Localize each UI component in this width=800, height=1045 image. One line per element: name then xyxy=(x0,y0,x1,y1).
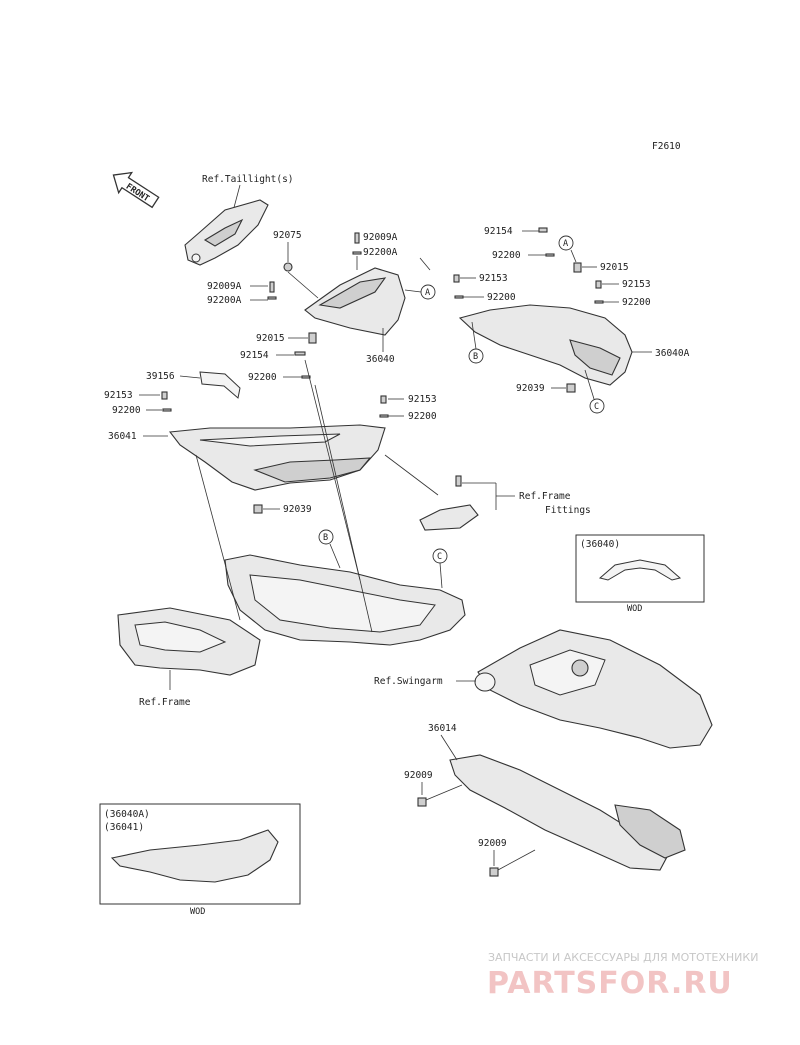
svg-text:WOD: WOD xyxy=(627,604,642,614)
part-92200-label-3: 92200 xyxy=(408,411,437,422)
svg-text:(36040A): (36040A) xyxy=(104,809,150,820)
frame-fitting-part xyxy=(419,504,479,531)
part-92039-label-2: 92039 xyxy=(516,383,545,394)
svg-text:A: A xyxy=(563,239,568,249)
part-36041-label: 36041 xyxy=(108,431,137,442)
part-92153-label-2: 92153 xyxy=(408,394,437,405)
svg-text:A: A xyxy=(425,288,430,298)
ref-frame-label: Ref.Frame xyxy=(139,697,191,708)
inset-36040-wod: (36040) WOD xyxy=(575,534,705,614)
nut-92075 xyxy=(283,262,293,272)
part-92200a-label-1: 92200A xyxy=(207,295,242,306)
part-92154-label-1: 92154 xyxy=(240,350,269,361)
strip-39156 xyxy=(199,371,241,399)
part-92015-label-2: 92015 xyxy=(600,262,629,273)
svg-text:WOD: WOD xyxy=(190,907,205,917)
part-92153-label-3: 92153 xyxy=(479,273,508,284)
part-36014-label: 36014 xyxy=(428,723,457,734)
part-92015-label-1: 92015 xyxy=(256,333,285,344)
frame-part xyxy=(117,554,466,676)
svg-text:C: C xyxy=(437,552,442,562)
part-92009a-label-1: 92009A xyxy=(207,281,242,292)
figure-code: F2610 xyxy=(652,141,681,152)
part-92009a-label-2: 92009A xyxy=(363,232,398,243)
side-cover-36041-part xyxy=(168,424,386,491)
callout-a-2 xyxy=(558,235,574,251)
part-92009-label-1: 92009 xyxy=(404,770,433,781)
part-92200-label-1: 92200 xyxy=(248,372,277,383)
part-92075-label: 92075 xyxy=(273,230,302,241)
callout-c-1 xyxy=(589,398,605,414)
ref-frame-fittings-label-1: Ref.Frame xyxy=(519,491,571,502)
front-arrow-icon: FRONT xyxy=(112,171,160,209)
part-92153-label-4: 92153 xyxy=(622,279,651,290)
part-36040a-label: 36040A xyxy=(655,348,690,359)
watermark-logo: PARTSFOR.RU xyxy=(487,966,733,1001)
svg-text:B: B xyxy=(323,533,328,543)
ref-swingarm-label: Ref.Swingarm xyxy=(374,676,443,687)
part-92200-label-4: 92200 xyxy=(492,250,521,261)
ref-frame-fittings-label-2: Fittings xyxy=(545,505,591,516)
bolt-92039-1 xyxy=(253,504,263,514)
part-92009-label-2: 92009 xyxy=(478,838,507,849)
part-92200a-label-2: 92200A xyxy=(363,247,398,258)
bolt-92009-2 xyxy=(489,867,499,877)
swingarm-part xyxy=(474,629,713,749)
part-92154-label-2: 92154 xyxy=(484,226,513,237)
watermark-tagline: ЗАПЧАСТИ И АКСЕССУАРЫ ДЛЯ МОТОТЕХНИКИ xyxy=(488,951,758,964)
svg-text:(36040): (36040) xyxy=(580,539,620,550)
part-92153-label-1: 92153 xyxy=(104,390,133,401)
svg-text:C: C xyxy=(594,402,599,412)
bolt-92009-1 xyxy=(417,797,427,807)
cover-36040a-part xyxy=(458,304,633,386)
part-92039-label-1: 92039 xyxy=(283,504,312,515)
svg-text:B: B xyxy=(473,352,478,362)
part-36040-label: 36040 xyxy=(366,354,395,365)
chain-guard-36014-part xyxy=(449,754,686,871)
part-92200-label-5: 92200 xyxy=(487,292,516,303)
taillight-part xyxy=(184,199,269,266)
ref-taillight-label: Ref.Taillight(s) xyxy=(202,174,294,185)
inset-36040a-36041-wod: (36040A) (36041) WOD xyxy=(99,803,301,917)
cover-36040-part xyxy=(304,267,406,336)
svg-text:(36041): (36041) xyxy=(104,822,144,833)
part-92200-label-2: 92200 xyxy=(112,405,141,416)
part-39156-label: 39156 xyxy=(146,371,175,382)
callout-b-2 xyxy=(318,529,334,545)
part-92200-label-6: 92200 xyxy=(622,297,651,308)
